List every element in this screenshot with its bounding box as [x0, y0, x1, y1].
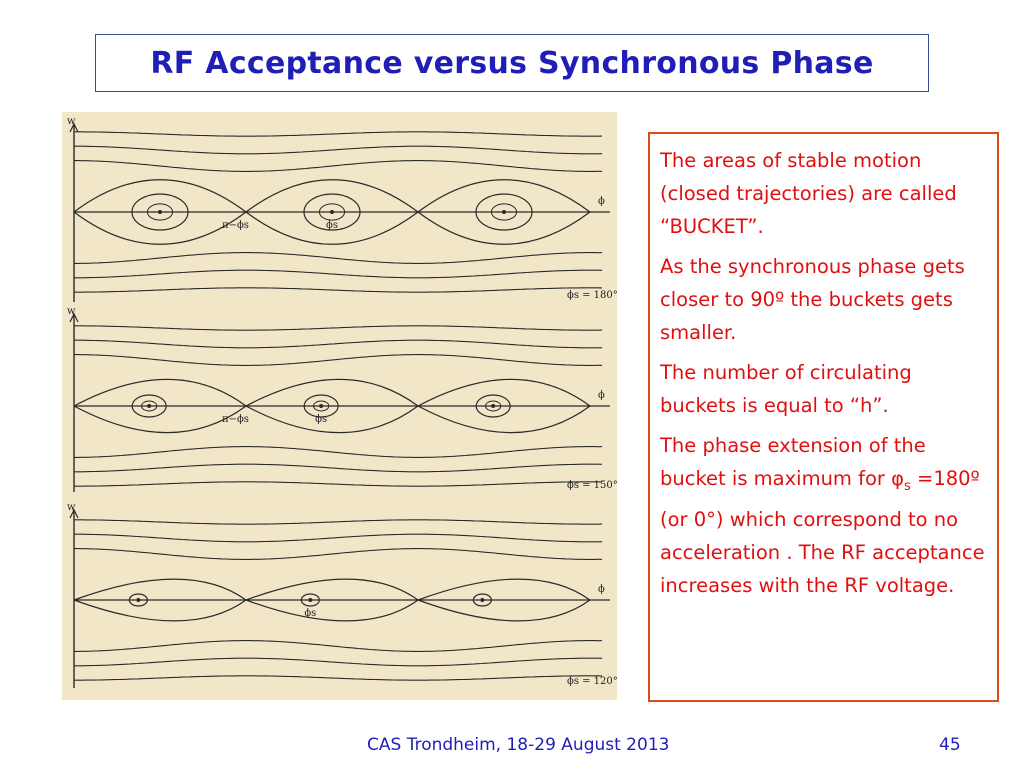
- stable-point-label: ϕs: [315, 414, 327, 425]
- unbounded-trajectory: [74, 354, 602, 366]
- w-axis-label: w: [67, 502, 76, 513]
- phi-axis-label: ϕ: [598, 196, 605, 207]
- unbounded-trajectory: [74, 481, 603, 487]
- unbounded-trajectory: [74, 675, 603, 681]
- unbounded-trajectory: [74, 463, 603, 473]
- unbounded-trajectory: [74, 533, 603, 543]
- separatrix: [417, 378, 592, 434]
- stable-point: [308, 598, 313, 602]
- stable-point: [319, 404, 324, 408]
- unbounded-trajectory: [74, 519, 603, 525]
- note-phase-extension-b: =180º (or 0°) which correspond to no acc…: [660, 467, 985, 597]
- slide-title: RF Acceptance versus Synchronous Phase: [150, 45, 874, 81]
- phi-axis-label: ϕ: [598, 584, 605, 595]
- stable-point: [147, 404, 152, 408]
- notes-box: The areas of stable motion (closed traje…: [648, 132, 999, 702]
- unbounded-trajectory: [74, 548, 602, 560]
- synchronous-phase-label: ϕs = 150°: [567, 480, 617, 491]
- stable-island: [128, 593, 148, 607]
- unbounded-trajectory: [74, 657, 603, 667]
- synchronous-phase-label: ϕs = 180°: [567, 290, 617, 301]
- footer-text: CAS Trondheim, 18-29 August 2013: [367, 735, 670, 755]
- stable-island: [303, 394, 339, 418]
- unbounded-trajectory: [74, 339, 603, 349]
- stable-island: [475, 394, 511, 418]
- stable-point-label: ϕs: [326, 220, 338, 231]
- stable-point: [491, 404, 496, 408]
- phi-subscript: s: [904, 478, 911, 494]
- stable-island-inner: [318, 203, 346, 221]
- unbounded-trajectory: [74, 640, 602, 652]
- unbounded-trajectory: [74, 446, 602, 458]
- phi-axis-label: ϕ: [598, 390, 605, 401]
- w-axis-arrow: [69, 122, 79, 133]
- phase-space-diagram: w ϕ π−ϕs ϕs ϕs = 180° w ϕ π−ϕs ϕs ϕs = 150° w ϕ ϕs ϕs…: [67, 116, 617, 688]
- stable-point: [330, 210, 334, 214]
- separatrix: [417, 179, 591, 245]
- note-phase-extension-a: The phase extension of the bucket is max…: [660, 434, 926, 490]
- synchronous-phase-label: ϕs = 120°: [567, 676, 617, 687]
- stable-island-inner: [141, 400, 158, 412]
- note-phase-extension: The phase extension of the bucket is max…: [660, 429, 985, 602]
- phi-symbol: φ: [891, 467, 905, 490]
- stable-point: [480, 598, 485, 602]
- unbounded-trajectory: [74, 325, 603, 331]
- note-bucket-size: As the synchronous phase gets closer to …: [660, 255, 965, 344]
- stable-point: [502, 210, 506, 214]
- unstable-point-label: π−ϕs: [222, 414, 249, 425]
- unbounded-trajectory: [74, 269, 603, 279]
- w-axis-label: w: [67, 116, 76, 127]
- stable-island: [131, 193, 189, 231]
- w-axis-arrow: [69, 508, 79, 519]
- phase-space-figure: w ϕ π−ϕs ϕs ϕs = 180° w ϕ π−ϕs ϕs ϕs = 150° w ϕ ϕs ϕs…: [62, 112, 617, 700]
- w-axis-arrow: [69, 312, 79, 323]
- stable-island: [475, 193, 533, 231]
- note-bucket-count: The number of circulating buckets is equ…: [660, 361, 912, 417]
- stable-island-inner: [146, 203, 174, 221]
- unbounded-trajectory: [74, 131, 603, 137]
- stable-island: [472, 593, 492, 607]
- stable-island: [131, 394, 167, 418]
- unstable-point-label: π−ϕs: [222, 220, 249, 231]
- w-axis-label: w: [67, 306, 76, 317]
- title-box: RF Acceptance versus Synchronous Phase: [95, 34, 929, 92]
- stable-island-inner: [485, 400, 502, 412]
- stable-point: [158, 210, 162, 214]
- page-number: 45: [939, 735, 961, 755]
- stable-island: [303, 193, 361, 231]
- unbounded-trajectory: [74, 252, 602, 264]
- stable-island: [300, 593, 320, 607]
- stable-point: [136, 598, 141, 602]
- unbounded-trajectory: [74, 287, 603, 293]
- separatrix: [417, 578, 592, 622]
- note-bucket-definition: The areas of stable motion (closed traje…: [660, 149, 957, 238]
- stable-island-inner: [313, 400, 330, 412]
- unbounded-trajectory: [74, 145, 603, 155]
- stable-island-inner: [490, 203, 518, 221]
- stable-point-label: ϕs: [304, 608, 316, 619]
- unbounded-trajectory: [74, 160, 602, 172]
